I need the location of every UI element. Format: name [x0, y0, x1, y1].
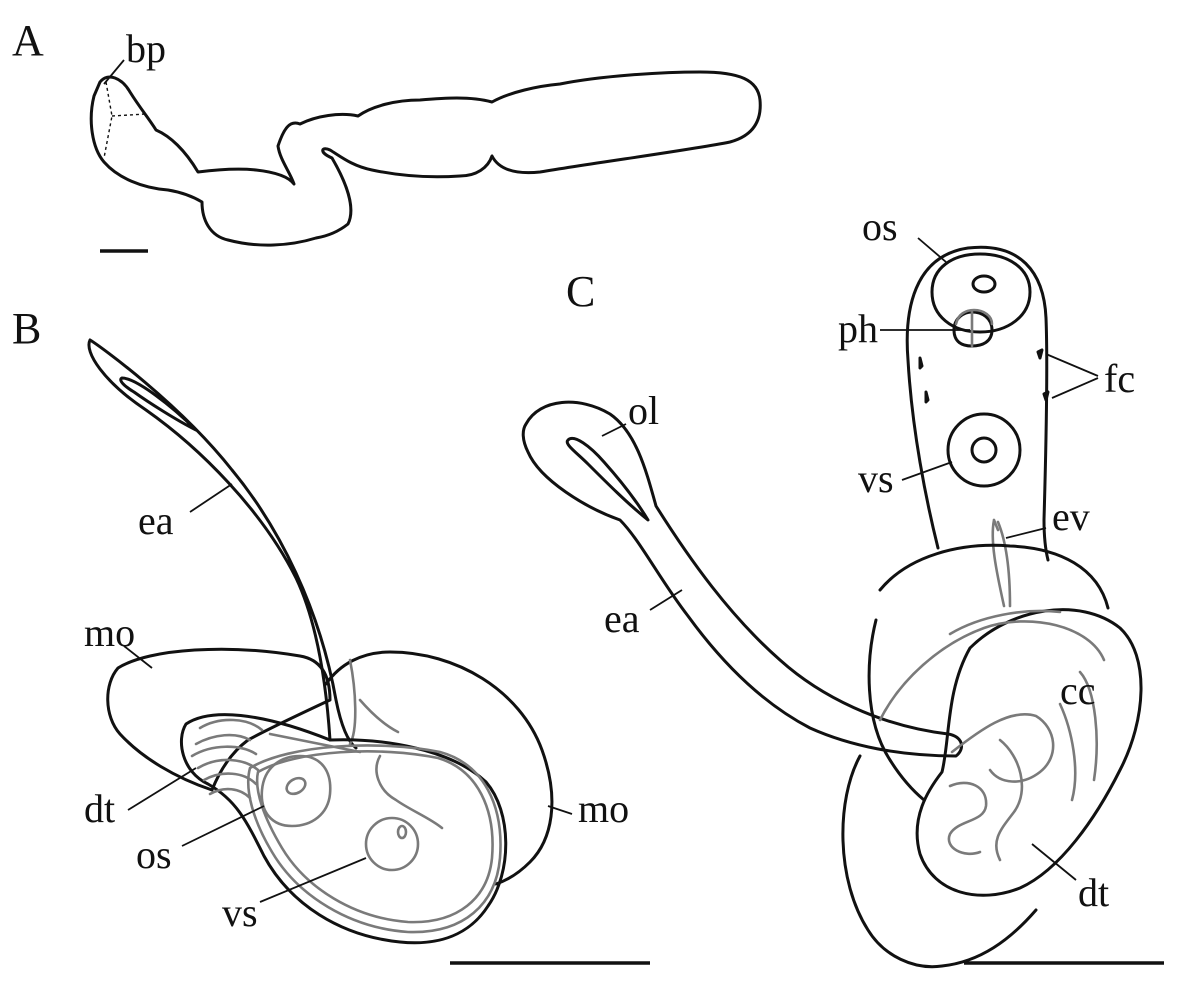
panel-c-label-os: os: [862, 204, 898, 249]
panel-c: C os ph fc ol vs ev ea cc: [521, 204, 1164, 969]
panel-c-cercarial-body: [905, 245, 1050, 562]
panel-b-cyst-inner-wall-2: [255, 750, 494, 924]
panel-b-mo-left-leader: [123, 645, 153, 669]
panel-c-ol-leader: [601, 423, 627, 437]
panel-a-bp-leader: [103, 59, 125, 85]
panel-b-cyst-wall: [179, 713, 508, 945]
panel-b-oral-sucker: [260, 754, 332, 828]
panel-c-letter: C: [566, 267, 595, 316]
panel-c-label-fc: fc: [1104, 356, 1135, 401]
panel-c-label-vs: vs: [858, 456, 894, 501]
panel-c-pharynx: [952, 310, 994, 348]
panel-b-label-ea: ea: [138, 498, 174, 543]
panel-c-digestive-tract: [947, 670, 1098, 862]
panel-b-label-mo-right: mo: [578, 786, 629, 831]
panel-c-label-ph: ph: [838, 306, 878, 351]
panel-a-worm-outline: [89, 70, 762, 247]
panel-c-label-dt: dt: [1078, 870, 1109, 915]
panel-b-ventral-sucker: [364, 816, 420, 872]
panel-b-os-leader: [181, 805, 265, 847]
panel-b-label-mo-left: mo: [84, 610, 135, 655]
panel-c-pharynx-inner: [954, 308, 994, 348]
panel-a-label-bp: bp: [126, 26, 166, 71]
panel-b-vs-leader: [259, 857, 367, 903]
panel-b-digestive-tract: [190, 718, 444, 830]
panel-c-cyst-wall: [915, 608, 1143, 897]
panel-c-fc-leader-2: [1051, 377, 1099, 399]
panel-b-dt-leader: [127, 767, 197, 811]
panel-b: B ea mo mo dt os vs: [12, 304, 650, 965]
panel-b-ea-leader: [189, 483, 233, 513]
panel-b-label-vs: vs: [222, 890, 258, 935]
panel-b-excretory-appendage: [87, 338, 358, 750]
panel-c-fc-leader-1: [1045, 353, 1099, 377]
panel-c-label-ev: ev: [1052, 494, 1090, 539]
panel-c-excretory-vesicle: [991, 518, 1012, 608]
panel-c-dt-leader: [1031, 843, 1077, 881]
panel-c-label-ea: ea: [604, 596, 640, 641]
panel-b-excretory-appendage-inner: [348, 658, 400, 746]
panel-b-metacercarial-outer-left: [106, 647, 332, 792]
panel-b-label-os: os: [136, 832, 172, 877]
panel-c-label-ol: ol: [628, 388, 659, 433]
panel-b-mo-right-leader: [547, 805, 573, 815]
panel-c-excretory-appendage: [521, 400, 964, 758]
panel-c-label-cc: cc: [1060, 668, 1096, 713]
panel-c-ventral-sucker: [946, 412, 1022, 488]
panel-b-oral-sucker-opening: [285, 776, 307, 796]
panel-c-ventral-sucker-inner: [970, 436, 998, 464]
panel-a: A bp: [12, 16, 762, 253]
panel-c-oral-sucker: [930, 252, 1032, 334]
panel-b-cyst-inner-wall-1: [246, 744, 502, 934]
panel-c-ea-leader: [649, 589, 683, 611]
panel-c-vs-leader: [901, 461, 953, 481]
panel-c-flame-cells: [918, 348, 1050, 404]
panel-b-metacercarial-outer-right: [324, 650, 554, 886]
panel-b-label-dt: dt: [84, 786, 115, 831]
panel-a-letter: A: [12, 16, 44, 65]
panel-c-excretory-appendage-lumen: [565, 437, 650, 522]
panel-c-oral-sucker-opening: [971, 274, 997, 294]
panel-b-letter: B: [12, 304, 41, 353]
panel-c-cyst-inner: [878, 609, 1106, 722]
panel-b-ventral-sucker-opening: [396, 824, 408, 840]
panel-c-ev-leader: [1005, 527, 1047, 539]
panel-c-os-leader: [917, 237, 947, 263]
panel-b-excretory-appendage-lumen: [119, 376, 198, 432]
panel-a-body-partition-lines: [103, 81, 157, 159]
panel-c-metacercarial-outer: [841, 543, 1110, 969]
